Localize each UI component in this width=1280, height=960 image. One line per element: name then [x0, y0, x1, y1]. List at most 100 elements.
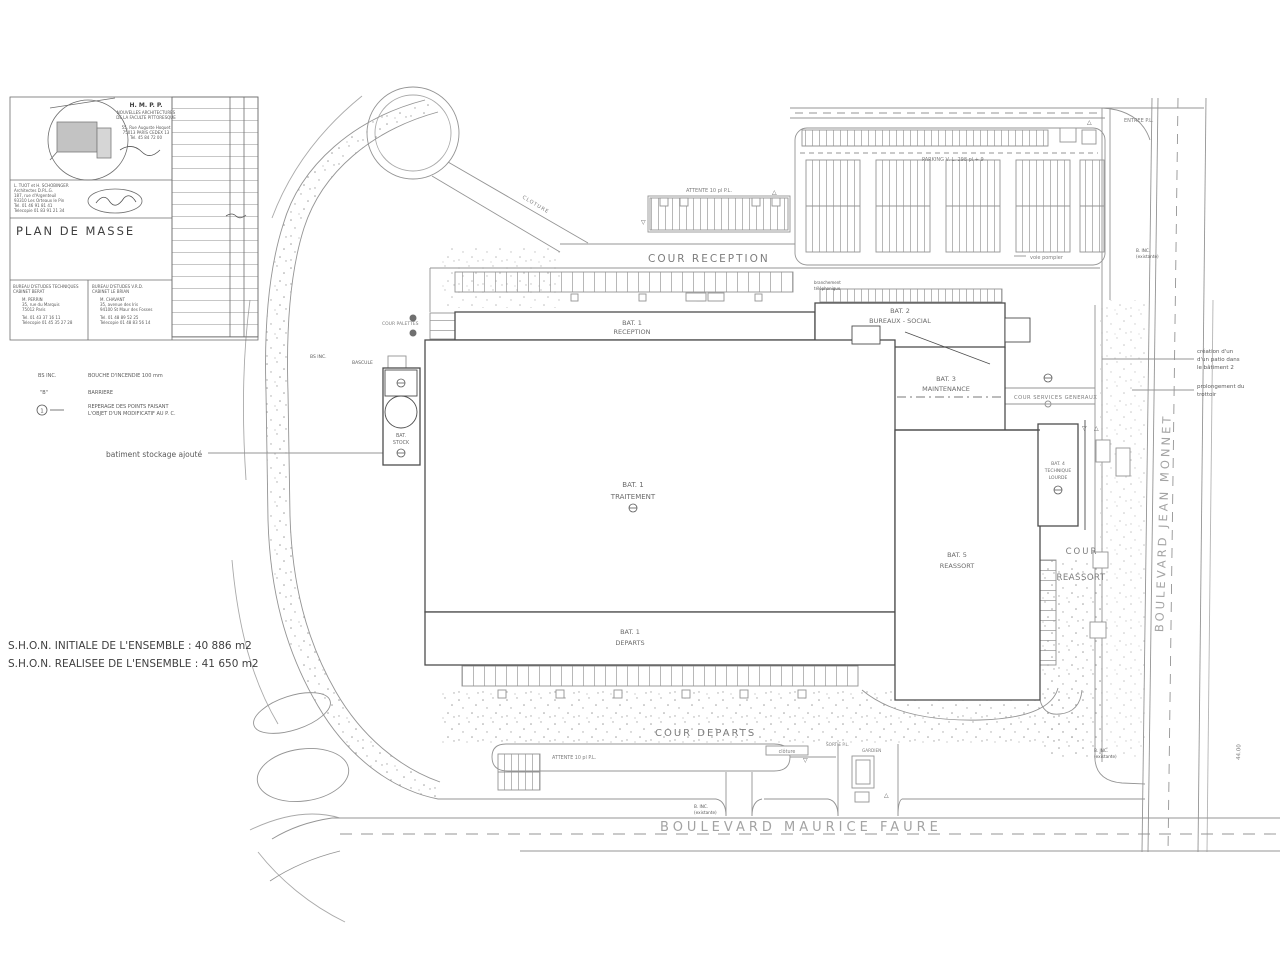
small-labels: B. INC. (existante) B. INC. (existante) … — [310, 248, 1159, 815]
firm-line: 75013 PARIS CEDEX 13 — [123, 130, 170, 135]
bat1-traitement-sublabel: TRAITEMENT — [610, 493, 656, 501]
bet-line: CABINET BERAT — [13, 289, 45, 294]
bat4-label: BAT. 4 — [1051, 461, 1065, 467]
vrd-line: BUREAU D'ETUDES V.R.D. — [92, 284, 143, 289]
parking-label: PARKING V. L. 298 pl + 9 — [922, 157, 984, 163]
note-batiment-stockage: batiment stockage ajouté — [106, 450, 202, 459]
architect-line: L. TUOT et H. SCHOBINGER — [14, 183, 69, 188]
vrd-line: M. CHAVANT — [100, 297, 125, 302]
cour-services-label: COUR SERVICES GENERAUX — [1014, 395, 1097, 401]
gardien-label: GARDIEN — [862, 748, 881, 753]
modif-marker-icon — [396, 448, 406, 458]
trottoir-line: trottoir — [1197, 392, 1217, 398]
bat1-traitement-outline — [424, 339, 896, 613]
annotation-trottoir: prolongement du trottoir — [1197, 384, 1244, 398]
buildings — [382, 302, 1086, 701]
firm-line: 55, Rue Auguste Hoquet — [122, 125, 171, 130]
parking-block — [1015, 159, 1071, 253]
title-block-text: H. M. P. P. NOUVELLES ARCHITECTURES DE L… — [13, 102, 176, 325]
firm-name: H. M. P. P. — [130, 102, 163, 109]
bascule-label: BASCULE — [352, 360, 373, 366]
building-labels: BAT. 1 RECEPTION BAT. 2 BUREAUX - SOCIAL… — [393, 307, 1072, 647]
bat2-sublabel: BUREAUX - SOCIAL — [869, 317, 931, 325]
legend-label-barriere: BARRIERE — [88, 390, 113, 396]
bat5-label: BAT. 5 — [947, 551, 967, 559]
title-block — [9, 96, 259, 341]
entree-pl-label: ENTREE P.L. — [1124, 118, 1154, 124]
vrd-line: CABINET LE BRIAN — [92, 289, 129, 294]
branchement-label: branchement — [814, 280, 841, 285]
signature-stamp — [87, 188, 143, 214]
shon-initiale: S.H.O.N. INITIALE DE L'ENSEMBLE : 40 886… — [8, 640, 252, 652]
patio-line: le bâtiment 2 — [1197, 364, 1234, 371]
binc-label: B. INC. — [1094, 748, 1108, 753]
bat1-reception-outline — [454, 311, 816, 341]
modif-markers — [396, 373, 1063, 513]
binc-label: B. INC. — [1136, 248, 1150, 253]
vrd-line: Telecopie 01 48 83 56 14 — [99, 320, 151, 325]
bat3-label: BAT. 3 — [936, 375, 956, 383]
blvd-maurice-faure-label: BOULEVARD MAURICE FAURE — [660, 820, 942, 835]
firm-logo — [47, 97, 161, 181]
architect-line: 93310 Les Orteaux le Pin — [14, 198, 65, 203]
bat2-label: BAT. 2 — [890, 307, 910, 315]
branchement-sublabel: téléphonique — [814, 286, 841, 291]
bat-stock-sublabel: STOCK — [393, 440, 410, 446]
shon-realisee: S.H.O.N. REALISEE DE L'ENSEMBLE : 41 650… — [8, 658, 259, 670]
legend-label-reperage-1: REPERAGE DES POINTS FAISANT — [88, 404, 170, 410]
bet-line: BUREAU D'ETUDES TECHNIQUES — [13, 284, 79, 289]
cour-reassort-label-1: COUR — [1066, 547, 1099, 557]
bat5-outline — [894, 429, 1041, 701]
architect-line: 187, rue d'Argenteuil — [14, 193, 56, 198]
bat1-departs-outline — [424, 611, 896, 666]
legend-modif-number: 1 — [40, 409, 44, 415]
modif-marker-icon — [628, 503, 638, 513]
triangle-marker: ▽ — [803, 757, 808, 764]
legend-key-barriere: "B" — [40, 390, 48, 396]
modif-marker-icon — [1043, 373, 1053, 383]
triangle-marker: △ — [772, 189, 777, 196]
attente-bottom-label: ATTENTE 10 pl P.L. — [552, 755, 596, 761]
patio-line: d'un patio dans — [1197, 357, 1240, 363]
triangle-marker: ▽ — [641, 219, 646, 226]
bet-line: Telecopie 01 45 35 27 28 — [21, 320, 73, 325]
bat1-traitement-label: BAT. 1 — [622, 481, 643, 489]
bat-stock-outline — [382, 367, 421, 466]
modif-marker-icon — [396, 378, 406, 388]
firm-line: Tel. 45 84 72 00 — [129, 135, 163, 140]
bat4-sublabel2: LOURDE — [1049, 475, 1068, 481]
firm-line: NOUVELLES ARCHITECTURES — [117, 110, 176, 115]
legend-label-bouche-incendie: BOUCHE D'INCENDIE 100 mm — [88, 373, 163, 379]
blvd-jean-monnet-label: BOULEVARD JEAN MONNET — [1152, 413, 1174, 632]
cour-departs-label: COUR DEPARTS — [655, 728, 756, 739]
cloture-box-label: clôture — [779, 748, 796, 755]
trottoir-line: prolongement du — [1197, 384, 1244, 390]
firm-line: DE LA FACULTE PITTORESQUE — [116, 115, 176, 120]
parking-block — [875, 159, 931, 253]
modif-marker-icon — [1053, 485, 1063, 495]
bet-line: 75012 Paris — [22, 307, 46, 312]
patio-line: création d'un — [1197, 348, 1234, 355]
bat5-sublabel: REASSORT — [940, 562, 974, 570]
legend-key-bs-inc: BS INC. — [38, 373, 57, 379]
architect-line: Telecopie 01 83 91 21 34 — [13, 208, 65, 213]
dim-44-label: 44.00 — [1236, 744, 1243, 760]
sortie-pl-label: SORTIE P.L. — [826, 742, 849, 747]
bat-stock-label: BAT. — [396, 433, 406, 439]
parking-block — [945, 159, 1001, 253]
triangle-marker: △ — [1094, 425, 1099, 432]
legend-label-reperage-2: L'OBJET D'UN MODIFICATIF AU P. C. — [88, 411, 176, 417]
parking-block — [1079, 159, 1105, 253]
parking-block — [805, 159, 861, 253]
bet-line: 35, rue du Marquis — [22, 302, 60, 307]
annotation-patio: création d'un d'un patio dans le bâtimen… — [1197, 348, 1240, 371]
triangle-markers: ▽ △ △ ▽ △ ▽ △ — [641, 119, 1099, 799]
bat1-departs-sublabel: DEPARTS — [615, 639, 644, 647]
binc-label: B. INC. — [694, 804, 708, 809]
bet-line: Tel. 01 43 37 16 11 — [21, 315, 61, 320]
triangle-marker: ▽ — [1082, 425, 1087, 432]
binc-sublabel: (existante) — [1136, 254, 1159, 259]
cour-palettes-label: COUR PALETTES — [382, 321, 419, 327]
